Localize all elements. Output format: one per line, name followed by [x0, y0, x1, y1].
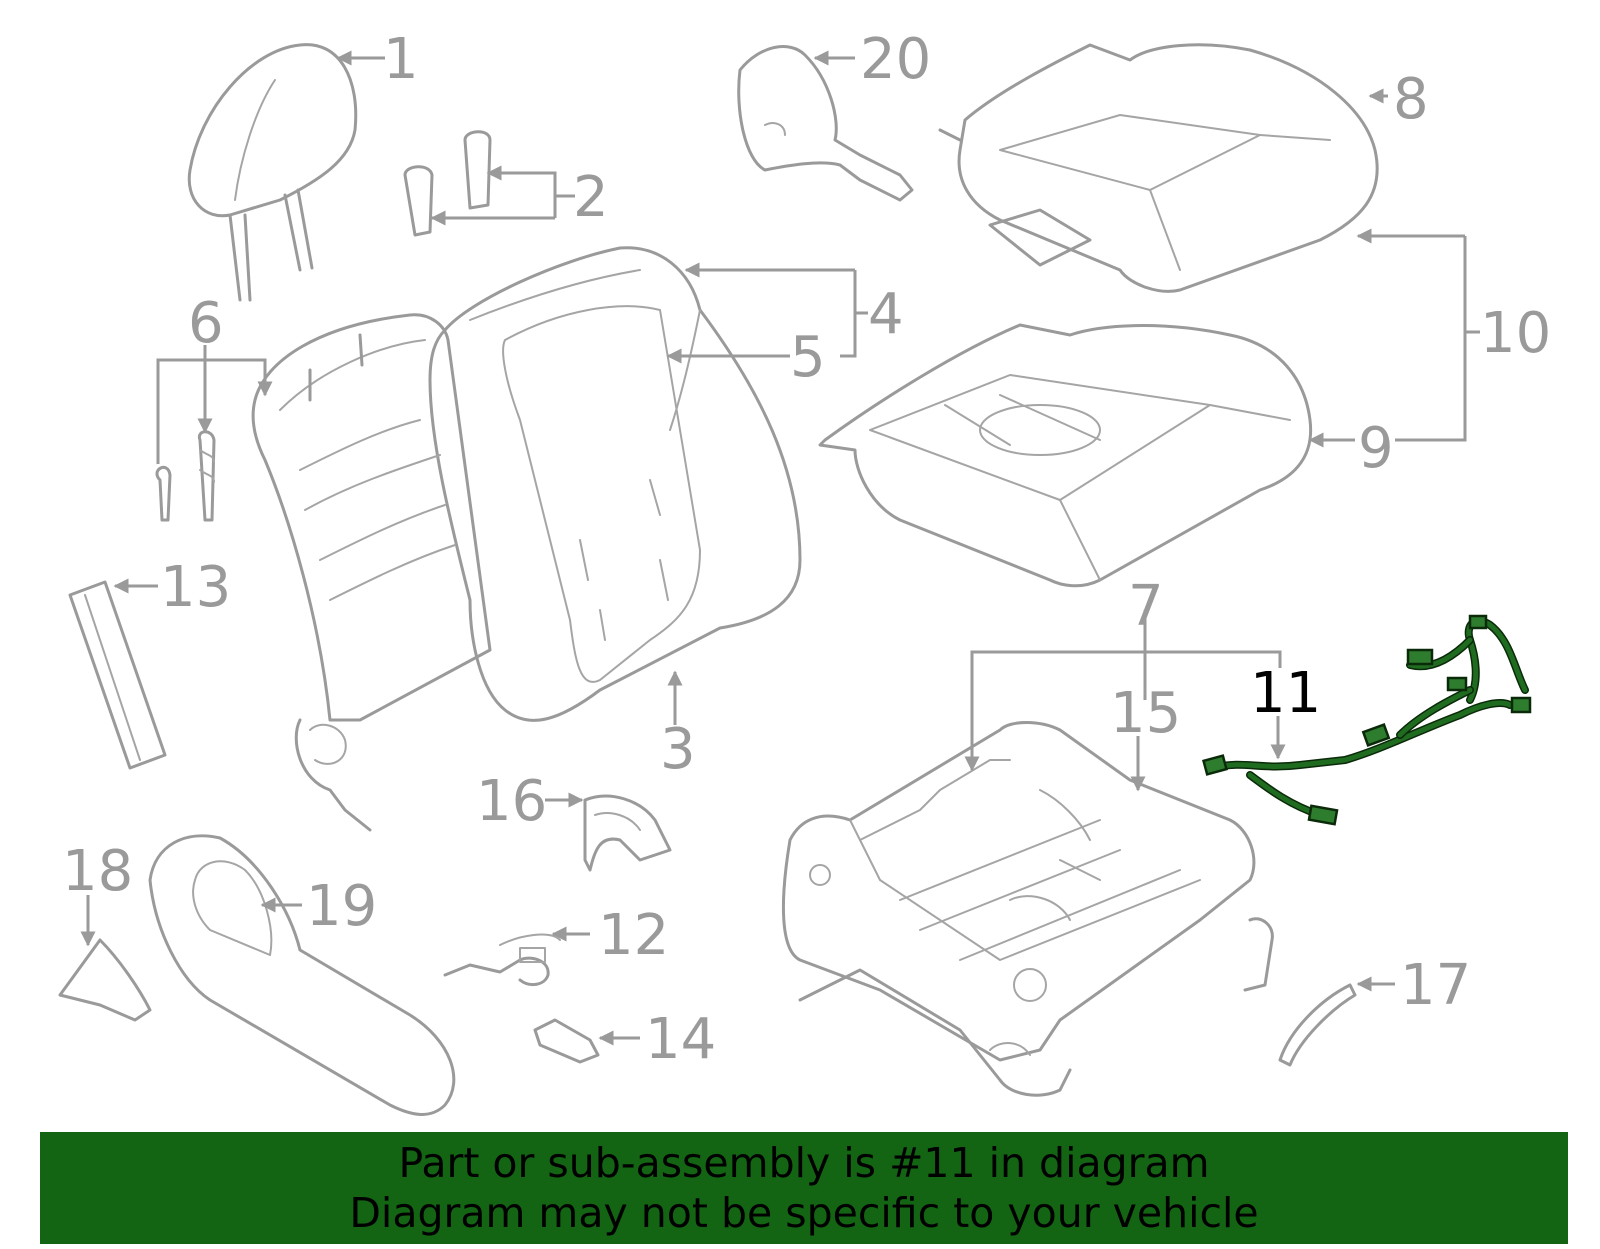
callout-6: 6 — [188, 291, 224, 356]
leader-lines — [80, 50, 1480, 1046]
part-17-bracket — [1278, 983, 1357, 1067]
banner-line-2: Diagram may not be specific to your vehi… — [349, 1189, 1259, 1237]
callout-5: 5 — [790, 325, 826, 390]
part-14-bracket — [533, 1018, 600, 1064]
callout-12: 12 — [598, 903, 669, 968]
callout-10: 10 — [1480, 301, 1551, 366]
callout-2: 2 — [573, 165, 609, 230]
part-16-cover — [583, 794, 672, 872]
part-1-headrest — [187, 43, 358, 302]
part-12-harness-small — [443, 933, 561, 987]
callout-19: 19 — [306, 874, 377, 939]
part-18-trim-cover — [58, 938, 152, 1022]
callout-1: 1 — [383, 27, 419, 92]
part-6-seatback-frame — [155, 313, 492, 832]
callout-16: 16 — [476, 769, 547, 834]
callout-8: 8 — [1393, 67, 1429, 132]
callout-17: 17 — [1400, 953, 1471, 1018]
part-13-trim-strip — [68, 580, 167, 770]
part-20-cover — [737, 45, 914, 202]
part-8-cushion-cover — [938, 43, 1379, 293]
part-9-cushion-pad — [818, 323, 1313, 588]
callout-13: 13 — [160, 555, 231, 620]
callout-20: 20 — [860, 27, 931, 92]
callout-3: 3 — [660, 717, 696, 782]
callout-11: 11 — [1250, 661, 1321, 726]
callout-9: 9 — [1358, 416, 1394, 481]
callout-4: 4 — [868, 282, 904, 347]
part-11-wire-harness — [1201, 614, 1532, 826]
part-3-seatback-pad — [428, 246, 802, 722]
info-banner: Part or sub-assembly is #11 in diagram D… — [40, 1132, 1568, 1244]
banner-line-1: Part or sub-assembly is #11 in diagram — [398, 1139, 1210, 1187]
part-7-seat-adjuster — [781, 721, 1274, 1097]
callout-18: 18 — [62, 839, 133, 904]
callout-7: 7 — [1128, 574, 1164, 639]
callout-15: 15 — [1110, 681, 1181, 746]
part-2-headrest-guides — [403, 130, 492, 237]
callout-14: 14 — [645, 1007, 716, 1072]
part-19-side-shield — [148, 834, 456, 1116]
